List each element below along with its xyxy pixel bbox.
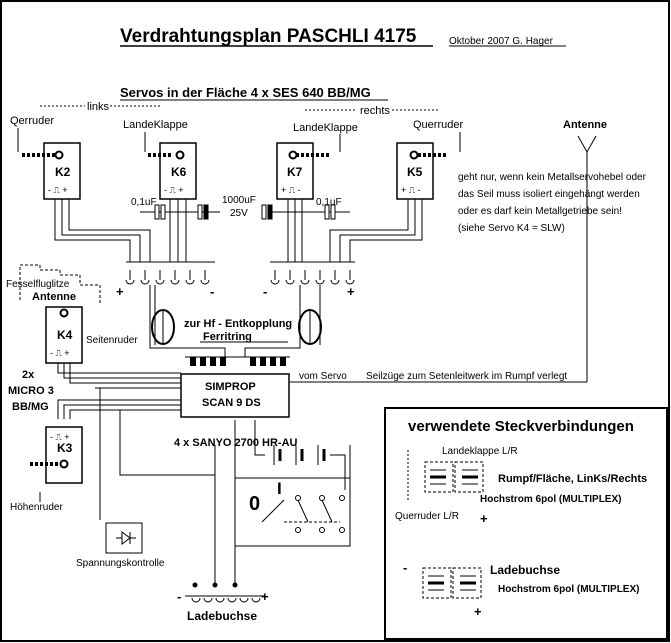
charging-socket-dots: [192, 582, 238, 588]
legend-box: verwendete Steckverbindungen Landeklappe…: [384, 407, 668, 640]
ferrite-ring-right: [298, 309, 322, 345]
note-line-1: geht nur, wenn kein Metallservohebel ode…: [458, 172, 647, 183]
svg-text:- ⎍ +: - ⎍ +: [164, 185, 184, 195]
label-fesselfluglitze: Fesselfluglitze: [6, 279, 70, 290]
label-landeklappe-left: LandeKlappe: [123, 119, 188, 131]
plug-icon-2: [422, 567, 482, 599]
antenna-icon: [577, 135, 597, 154]
legend-minus-2: -: [403, 560, 407, 575]
legend-plus-2: +: [474, 604, 482, 619]
legend-title: verwendete Steckverbindungen: [408, 418, 634, 435]
servo-k7-label: K7: [287, 165, 303, 179]
receiver-plugs: [190, 357, 286, 366]
label-seilzuege: Seilzüge zum Setenleitwerk im Rumpf verl…: [366, 371, 567, 382]
label-cap-left: 0,1uF: [131, 197, 157, 208]
svg-text:-: -: [263, 284, 267, 299]
servo-k2-label: K2: [55, 165, 71, 179]
switch-icon: [261, 495, 345, 533]
voltage-monitor-box: [105, 522, 143, 554]
legend-plus-1: +: [480, 511, 488, 526]
svg-text:- ⎍ +: - ⎍ +: [50, 348, 70, 358]
servo-k4: K4 - ⎍ +: [45, 306, 83, 364]
label-cap-right: 0,1uF: [316, 197, 342, 208]
servo-k6: K6: [148, 142, 197, 200]
label-antenne-top: Antenne: [563, 119, 607, 131]
svg-text:+ ⎍ -: + ⎍ -: [281, 185, 301, 195]
micro-line-2: MICRO 3: [8, 385, 54, 397]
hf-label-2: Ferritring: [203, 331, 252, 343]
servos-heading: Servos in der Fläche 4 x SES 640 BB/MG: [120, 85, 371, 100]
label-battery: 4 x SANYO 2700 HR-AU: [174, 437, 298, 449]
date-author: Oktober 2007 G. Hager: [449, 36, 554, 47]
svg-text:+: +: [116, 284, 124, 299]
receiver-line-1: SIMPROP: [205, 381, 256, 393]
label-landeklappe-right: LandeKlappe: [293, 122, 358, 134]
hf-label-1: zur Hf - Entkopplung: [184, 318, 292, 330]
legend-hochstrom-2: Hochstrom 6pol (MULTIPLEX): [498, 584, 639, 595]
servo-k4-label: K4: [57, 328, 73, 342]
legend-hochstrom-1: Hochstrom 6pol (MULTIPLEX): [480, 494, 621, 505]
plug-icon-1: [407, 450, 484, 500]
servo-k3-label: K3: [57, 441, 73, 455]
label-qerruder: Qerruder: [10, 115, 54, 127]
title: Verdrahtungsplan PASCHLI 4175: [120, 26, 417, 47]
battery-icon: [273, 445, 326, 465]
label-querruder: Querruder: [413, 119, 463, 131]
connector-group-right: - +: [263, 261, 355, 299]
label-antenne-left: Antenne: [32, 291, 76, 303]
svg-text:- ⎍ +: - ⎍ +: [50, 432, 70, 442]
servo-k7: K7: [276, 142, 330, 200]
legend-landeklappe: Landeklappe L/R: [442, 446, 518, 457]
svg-text:+ ⎍ -: + ⎍ -: [401, 185, 421, 195]
switch-label-1: I: [277, 479, 282, 498]
label-spannungskontrolle: Spannungskontrolle: [76, 558, 165, 569]
label-seitenruder: Seitenruder: [86, 335, 138, 346]
servo-k3: - ⎍ + K3: [30, 426, 83, 484]
servo-k6-label: K6: [171, 165, 187, 179]
switch-label-0: 0: [249, 493, 260, 515]
label-hoehenruder: Höhenruder: [10, 502, 63, 513]
capacitors: [140, 204, 350, 220]
charging-socket-icon: [191, 597, 261, 603]
svg-text:-: -: [210, 284, 214, 299]
legend-ladebuchse: Ladebuchse: [490, 563, 560, 577]
micro-line-1: 2x: [22, 369, 35, 381]
ladebuchse-minus: -: [177, 589, 181, 604]
svg-text:- ⎍ +: - ⎍ +: [48, 185, 68, 195]
receiver-box: [180, 373, 290, 418]
ferrite-ring-left: [151, 309, 175, 345]
label-cap-mid: 1000uF: [222, 195, 256, 206]
label-links: links: [87, 101, 110, 113]
micro-line-3: BB/MG: [12, 401, 49, 413]
servo-k5-label: K5: [407, 165, 423, 179]
svg-text:+: +: [347, 284, 355, 299]
note-line-4: (siehe Servo K4 = SLW): [458, 223, 565, 234]
diode-icon: [116, 531, 136, 545]
label-ladebuchse: Ladebuchse: [187, 609, 257, 623]
connector-group-left: + -: [116, 261, 215, 299]
note-line-3: oder es darf kein Metallgetriebe sein!: [458, 206, 622, 217]
label-rechts: rechts: [360, 105, 390, 117]
note-line-2: das Seil muss isoliert eingehängt werden: [458, 189, 640, 200]
receiver-line-2: SCAN 9 DS: [202, 397, 261, 409]
switch-box: [234, 477, 351, 547]
ladebuchse-plus: +: [261, 589, 269, 604]
label-vom-servo: vom Servo: [299, 371, 347, 382]
legend-querruder: Querruder L/R: [395, 511, 459, 522]
label-voltage: 25V: [230, 208, 248, 219]
legend-rumpf: Rumpf/Fläche, LinKs/Rechts: [498, 473, 647, 485]
